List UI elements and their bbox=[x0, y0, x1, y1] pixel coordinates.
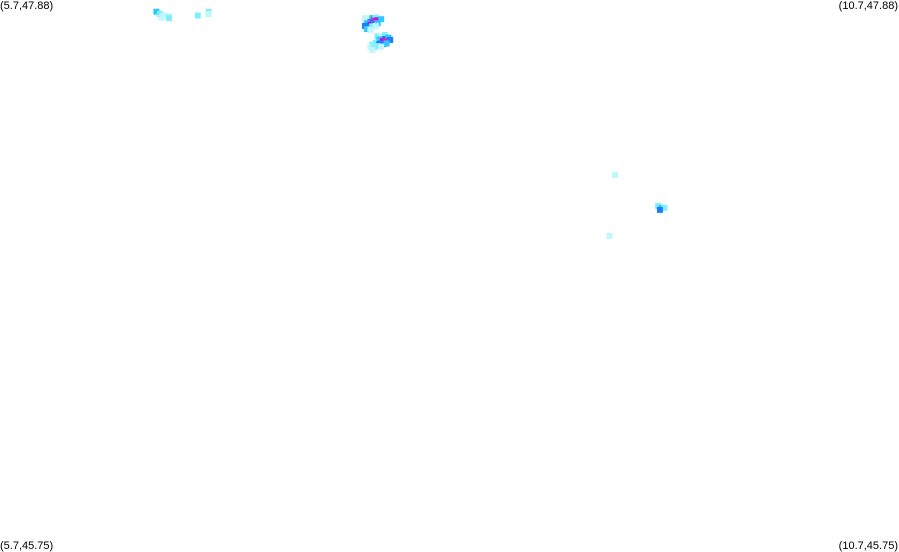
density-cell bbox=[378, 16, 385, 23]
density-cell bbox=[369, 23, 376, 30]
corner-label-top-right: (10.7,47.88) bbox=[838, 0, 898, 12]
density-cell bbox=[158, 14, 165, 21]
density-cell bbox=[372, 22, 379, 29]
density-cell bbox=[362, 22, 368, 29]
density-cell bbox=[153, 8, 160, 15]
density-cell bbox=[374, 17, 381, 24]
density-cell bbox=[381, 32, 388, 38]
density-cell bbox=[606, 232, 613, 239]
density-cell bbox=[374, 43, 381, 50]
density-cell bbox=[655, 203, 662, 209]
corner-label-bottom-left: (5.7,45.75) bbox=[0, 540, 54, 552]
density-cell bbox=[378, 32, 385, 39]
corner-label-top-left: (5.7,47.88) bbox=[0, 0, 54, 12]
density-cell bbox=[367, 26, 374, 33]
density-cell bbox=[656, 206, 663, 213]
density-cell bbox=[194, 12, 201, 19]
density-cell bbox=[363, 26, 370, 32]
density-cell bbox=[387, 36, 394, 43]
density-cell bbox=[380, 37, 386, 44]
density-cell bbox=[376, 36, 383, 43]
density-cell bbox=[383, 40, 390, 47]
density-cell bbox=[367, 43, 374, 50]
density-cell bbox=[611, 171, 618, 178]
density-cell bbox=[661, 204, 668, 211]
density-cell bbox=[371, 17, 377, 24]
corner-label-bottom-right: (10.7,45.75) bbox=[838, 540, 898, 552]
density-cell bbox=[369, 46, 376, 53]
density-cell bbox=[362, 15, 368, 22]
density-cell bbox=[374, 33, 381, 40]
density-cell bbox=[378, 43, 385, 50]
density-cells-layer bbox=[153, 8, 668, 239]
density-cell bbox=[372, 39, 379, 46]
density-cell bbox=[157, 11, 163, 17]
density-cell bbox=[205, 11, 212, 17]
density-cell bbox=[166, 15, 172, 22]
